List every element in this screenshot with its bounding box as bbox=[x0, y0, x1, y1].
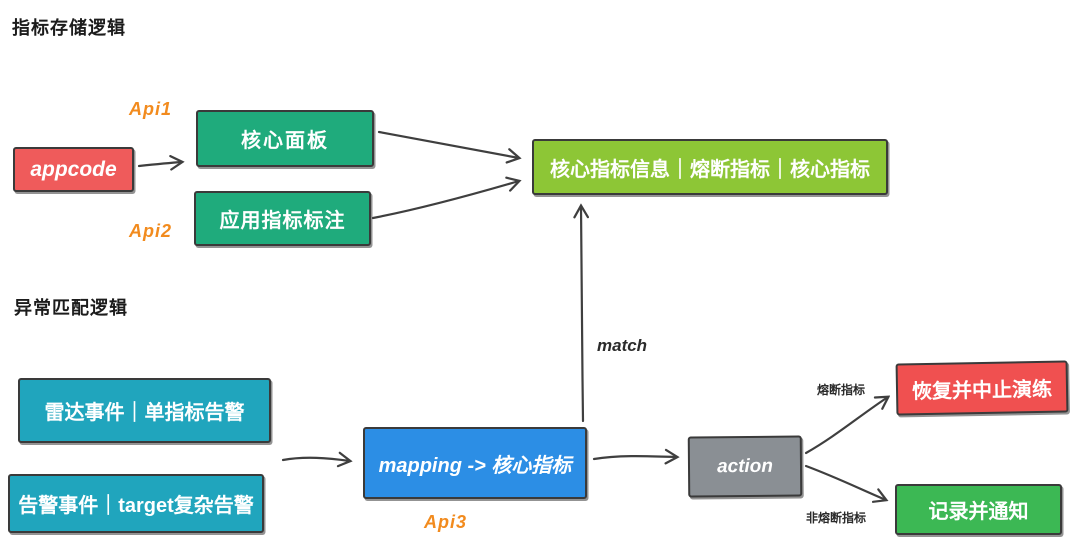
api3-label: Api3 bbox=[424, 512, 468, 532]
fuse-metric-edge-label: 熔断指标 bbox=[817, 383, 866, 397]
section-title-anomaly-match-logic: 异常匹配逻辑 bbox=[14, 298, 128, 318]
arrow-action-to-recover bbox=[804, 397, 888, 455]
node-recover-and-abort-drill: 恢复并中止演练 bbox=[895, 360, 1069, 416]
node-action: action bbox=[687, 435, 803, 498]
node-radar-event-alert: 雷达事件｜单指标告警 bbox=[18, 378, 271, 443]
node-mapping-to-core-metric: mapping -> 核心指标 bbox=[363, 427, 587, 499]
arrow-appcode-to-core-panel bbox=[137, 162, 182, 166]
arrow-mapping-to-action bbox=[592, 456, 677, 459]
arrow-app-metric-mark-to-core-metric-info bbox=[371, 181, 519, 220]
node-record-and-notify: 记录并通知 bbox=[895, 484, 1062, 535]
section-title-storage-logic: 指标存储逻辑 bbox=[12, 18, 126, 38]
api1-label: Api1 bbox=[129, 99, 173, 119]
match-edge-label: match bbox=[597, 336, 648, 355]
arrow-events-to-mapping bbox=[281, 458, 350, 461]
node-core-panel: 核心面板 bbox=[196, 110, 374, 167]
arrow-mapping-to-core-metric-info-match bbox=[581, 206, 583, 423]
node-alert-event-target: 告警事件｜target复杂告警 bbox=[8, 474, 264, 533]
node-appcode: appcode bbox=[13, 147, 134, 192]
node-app-metric-mark: 应用指标标注 bbox=[194, 191, 371, 246]
api2-label: Api2 bbox=[129, 221, 173, 241]
node-core-metric-info: 核心指标信息｜熔断指标｜核心指标 bbox=[532, 139, 888, 195]
arrow-core-panel-to-core-metric-info bbox=[377, 130, 519, 158]
arrow-action-to-record bbox=[804, 464, 886, 500]
non-fuse-metric-edge-label: 非熔断指标 bbox=[806, 511, 867, 525]
